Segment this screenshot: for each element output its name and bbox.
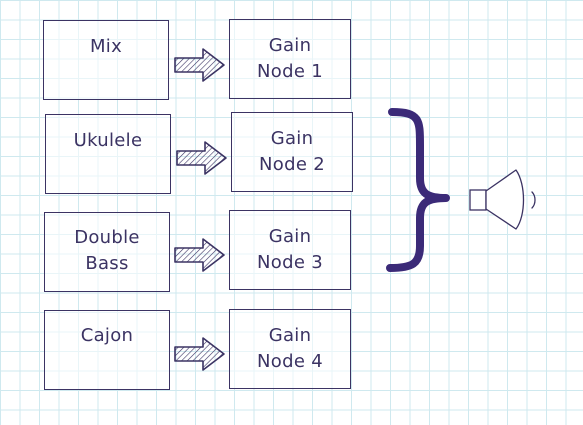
gain-node-box-4: Gain Node 4 xyxy=(229,309,351,389)
gain-node-label-line1: Gain xyxy=(268,35,312,56)
arrow-icon xyxy=(176,141,227,175)
gain-node-label-line2: Node 3 xyxy=(257,252,323,273)
source-box-cajon: Cajon xyxy=(44,310,170,390)
arrow-icon xyxy=(174,337,225,371)
gain-node-box-3: Gain Node 3 xyxy=(229,210,351,290)
gain-node-label-line2: Node 4 xyxy=(257,351,323,372)
source-label: Ukulele xyxy=(73,130,143,151)
arrow-icon xyxy=(174,238,225,272)
gain-node-box-2: Gain Node 2 xyxy=(231,112,353,192)
gain-node-label-line1: Gain xyxy=(268,226,312,247)
arrow-icon xyxy=(174,48,225,82)
source-label: Mix xyxy=(89,36,123,57)
brace-icon xyxy=(386,108,450,272)
gain-node-box-1: Gain Node 1 xyxy=(229,19,351,99)
gain-node-label-line2: Node 2 xyxy=(259,154,325,175)
gain-node-label-line1: Gain xyxy=(270,128,314,149)
source-label-line2: Bass xyxy=(85,253,129,274)
source-box-ukulele: Ukulele xyxy=(45,114,171,194)
speaker-icon xyxy=(469,169,536,230)
source-box-mix: Mix xyxy=(43,20,169,100)
source-label-line1: Double xyxy=(74,227,140,248)
gain-node-label-line1: Gain xyxy=(268,325,312,346)
source-box-double-bass: Double Bass xyxy=(44,212,170,292)
gain-node-label-line2: Node 1 xyxy=(257,61,323,82)
source-label: Cajon xyxy=(80,325,134,346)
